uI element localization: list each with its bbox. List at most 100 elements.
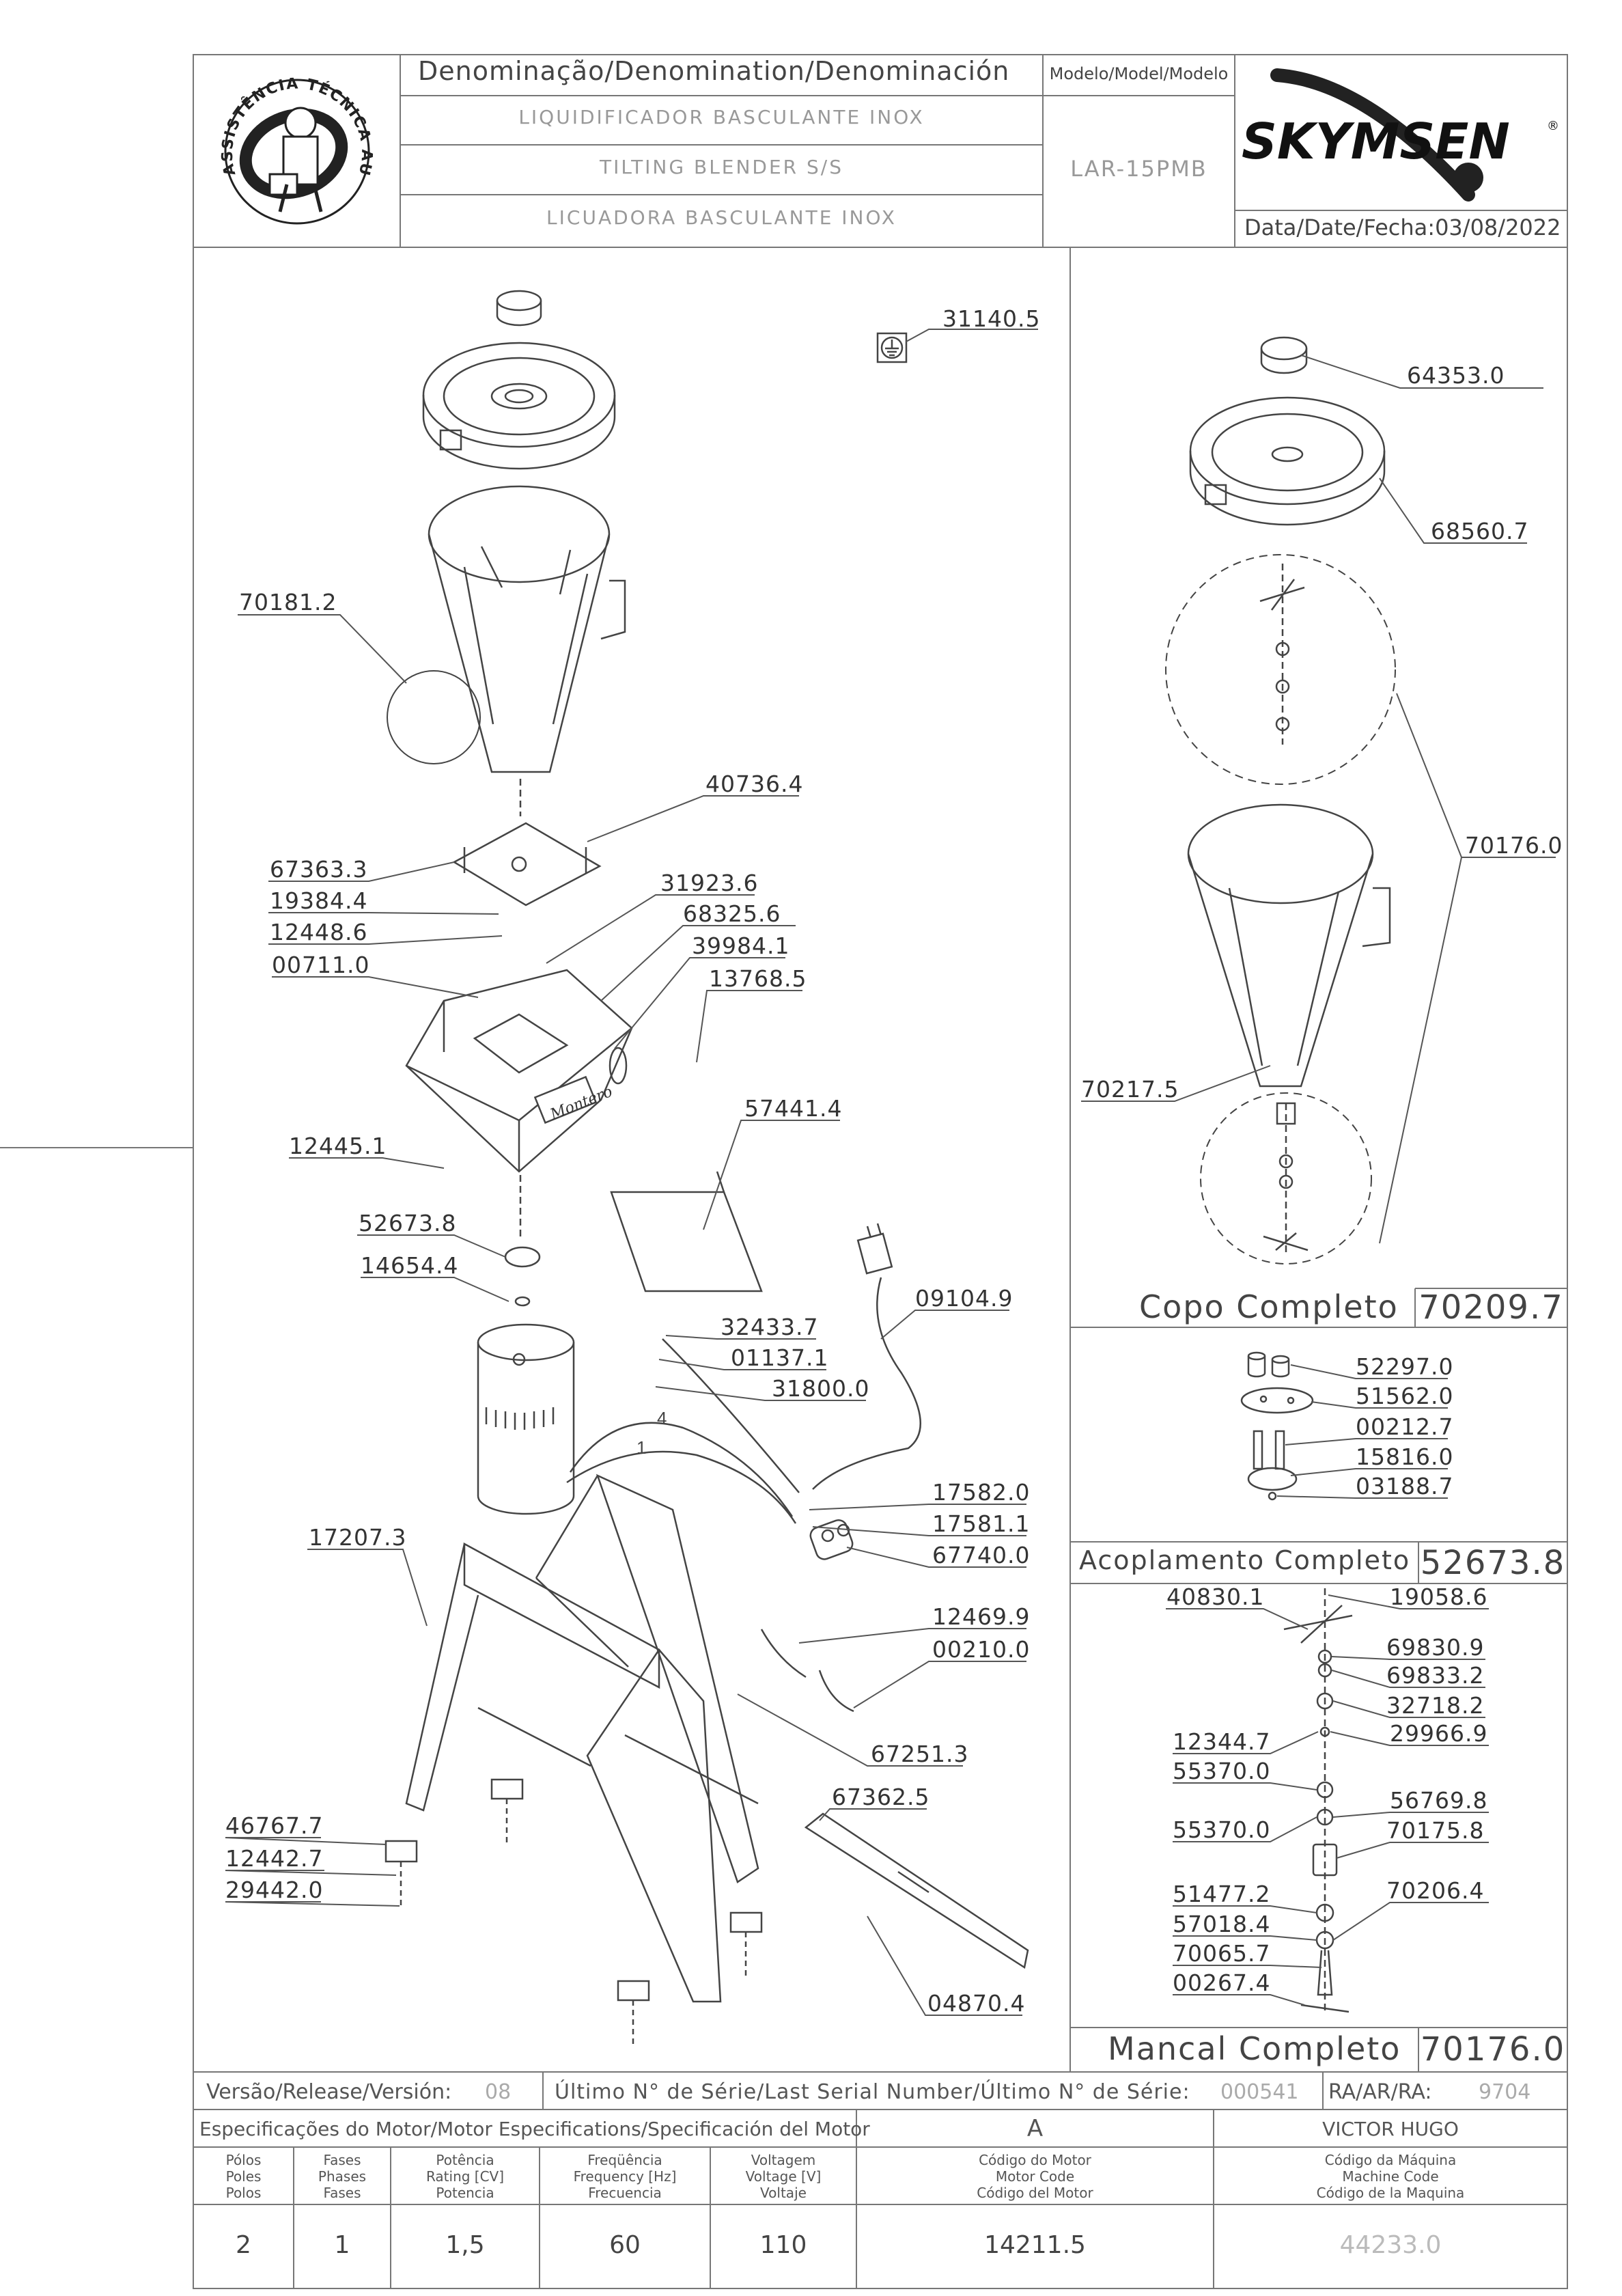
- col-machine-code-es: Código de la Maquina: [1316, 2185, 1465, 2201]
- copo-completo-view: [1165, 336, 1396, 1264]
- version-label: Versão/Release/Versión:: [206, 2080, 452, 2104]
- part-51562-0: 51562.0: [1356, 1383, 1454, 1409]
- revision-value: A: [1026, 2115, 1044, 2142]
- main-exploded-view: Montero: [384, 290, 1029, 2046]
- col-voltage-pt: Voltagem: [751, 2152, 816, 2168]
- author-value: VICTOR HUGO: [1322, 2118, 1459, 2140]
- name-pt: LIQUIDIFICADOR BASCULANTE INOX: [518, 106, 925, 128]
- part-00212-7: 00212.7: [1356, 1413, 1454, 1440]
- col-motor-code-en: Motor Code: [995, 2168, 1075, 2185]
- sheet-frame: [193, 54, 1568, 2289]
- denomination-label: Denominação/Denomination/Denominación: [418, 56, 1010, 86]
- part-56769-8: 56769.8: [1390, 1787, 1488, 1814]
- cable-12469-9: [760, 1629, 807, 1678]
- col-power-pt: Potência: [436, 2152, 494, 2168]
- part-13768-5: 13768.5: [709, 965, 807, 992]
- col-power-en: Rating [CV]: [425, 2168, 505, 2185]
- brand-logo: SKYMSEN ®: [1242, 68, 1559, 202]
- acoplamento-completo-code: 52673.8: [1420, 1544, 1566, 1582]
- part-00210-0: 00210.0: [932, 1636, 1031, 1663]
- part-29442-0: 29442.0: [225, 1877, 324, 1903]
- acoplamento-view: [1240, 1351, 1314, 1501]
- part-12448-6: 12448.6: [270, 919, 368, 945]
- voltage-value: 110: [759, 2231, 807, 2259]
- part-04870-4: 04870.4: [927, 1990, 1026, 2017]
- date-value: 03/08/2022: [1435, 215, 1561, 240]
- col-freq-en: Frequency [Hz]: [573, 2168, 677, 2185]
- acoplamento-completo-title: Acoplamento Completo: [1079, 1545, 1411, 1575]
- blender-lid: [422, 342, 616, 470]
- brand-name: SKYMSEN: [1242, 113, 1510, 170]
- part-01137-1: 01137.1: [731, 1344, 829, 1371]
- date-label: Data/Date/Fecha:03/08/2022: [1244, 215, 1561, 240]
- power-plug: [856, 1223, 893, 1275]
- col-motor-code-header: Código do Motor Motor Code Código del Mo…: [856, 2152, 1214, 2201]
- main-leader-lines: [225, 329, 1038, 2016]
- part-67251-3: 67251.3: [871, 1741, 969, 1767]
- part-17581-1: 17581.1: [932, 1510, 1031, 1537]
- col-freq-es: Frecuencia: [588, 2185, 662, 2201]
- mancal-completo-code: 70176.0: [1420, 2030, 1566, 2069]
- part-70175-8: 70175.8: [1386, 1817, 1485, 1844]
- copo-completo-title: Copo Completo: [1139, 1288, 1399, 1325]
- col-poles-header: Pólos Poles Polos: [193, 2152, 294, 2201]
- part-03188-7: 03188.7: [1356, 1473, 1454, 1499]
- part-39984-1: 39984.1: [692, 932, 790, 959]
- col-voltage-header: Voltagem Voltage [V] Voltaje: [710, 2152, 856, 2201]
- copo-leader-lines: [1081, 355, 1556, 1244]
- col-poles-es: Polos: [225, 2185, 262, 2201]
- part-32718-2: 32718.2: [1386, 1692, 1485, 1719]
- model-label: Modelo/Model/Modelo: [1049, 64, 1229, 83]
- part-55370-0-a: 55370.0: [1173, 1758, 1271, 1784]
- cord-holder: [610, 1171, 763, 1292]
- name-en: TILTING BLENDER S/S: [599, 156, 844, 178]
- part-55370-0-b: 55370.0: [1173, 1816, 1271, 1843]
- part-52297-0: 52297.0: [1356, 1353, 1454, 1380]
- part-40736-4: 40736.4: [705, 771, 804, 797]
- part-69833-2: 69833.2: [1386, 1662, 1485, 1689]
- machine-code-value: 44233.0: [1339, 2231, 1442, 2259]
- col-phases-header: Fases Phases Fases: [294, 2152, 391, 2201]
- part-00711-0: 00711.0: [272, 952, 370, 978]
- motor-coupling: [504, 1246, 541, 1307]
- ra-value: 9704: [1479, 2080, 1531, 2104]
- authorized-service-badge: ASSISTÊNCIA TÉCNICA AUTORIZADA: [0, 0, 374, 225]
- part-12469-9: 12469.9: [932, 1603, 1031, 1630]
- ground-symbol: [876, 332, 908, 363]
- motor-wiring: 4 1: [566, 1277, 921, 1524]
- tilting-brace: [804, 1812, 1029, 1969]
- part-12344-7: 12344.7: [1173, 1728, 1271, 1755]
- version-value: 08: [485, 2080, 512, 2104]
- ra-label: RA/AR/RA:: [1328, 2080, 1432, 2104]
- motor-spec-label: Especificações do Motor/Motor Especifica…: [199, 2118, 870, 2140]
- col-power-es: Potencia: [436, 2185, 494, 2201]
- lid-knob: [496, 290, 542, 327]
- motor-cabinet: Montero: [405, 969, 633, 1236]
- power-value: 1,5: [445, 2231, 485, 2259]
- model-code: LAR-15PMB: [1070, 156, 1207, 182]
- part-09104-9: 09104.9: [915, 1285, 1013, 1312]
- name-es: LICUADORA BASCULANTE INOX: [546, 206, 897, 229]
- part-40830-1: 40830.1: [1166, 1583, 1265, 1610]
- part-70181-2: 70181.2: [239, 589, 337, 616]
- cable-00210-0: [818, 1670, 854, 1713]
- support-stand: [384, 1474, 763, 2046]
- col-motor-code-es: Código del Motor: [977, 2185, 1093, 2201]
- part-67740-0: 67740.0: [932, 1542, 1031, 1568]
- part-31800-0: 31800.0: [772, 1375, 870, 1402]
- part-70065-7: 70065.7: [1173, 1940, 1271, 1967]
- col-motor-code-pt: Código do Motor: [979, 2152, 1091, 2168]
- wire-number-1: 1: [637, 1437, 646, 1458]
- col-phases-es: Fases: [323, 2185, 361, 2201]
- part-51477-2: 51477.2: [1173, 1881, 1271, 1907]
- copo-completo-code: 70209.7: [1418, 1288, 1564, 1327]
- wire-number-4: 4: [657, 1408, 667, 1428]
- frequency-value: 60: [609, 2231, 641, 2259]
- mancal-leader-lines: [1166, 1594, 1489, 2006]
- part-57018-4: 57018.4: [1173, 1911, 1271, 1937]
- col-frequency-header: Freqüência Frequency [Hz] Frecuencia: [540, 2152, 710, 2201]
- part-17582-0: 17582.0: [932, 1479, 1031, 1506]
- part-70217-5: 70217.5: [1081, 1076, 1179, 1103]
- mounting-plate: [452, 822, 602, 907]
- svg-text:®: ®: [1547, 119, 1559, 133]
